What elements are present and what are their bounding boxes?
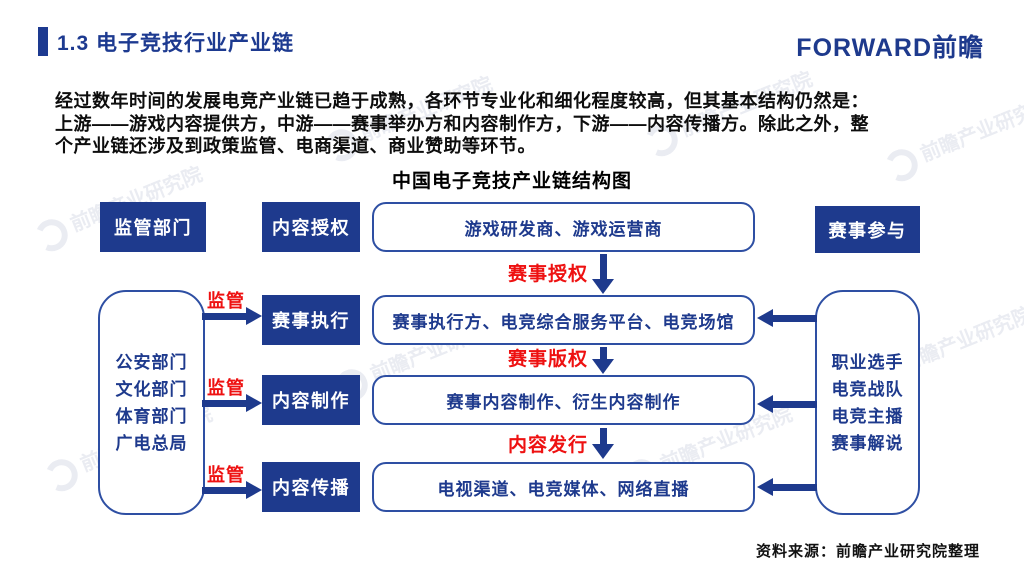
arrow-left-icon	[757, 478, 773, 496]
participant-item: 电竞主播	[831, 406, 904, 426]
arrow-down-icon	[592, 279, 614, 294]
source-note: 资料来源：前瞻产业研究院整理	[755, 543, 980, 560]
node-game-providers: 游戏研发商、游戏运营商	[372, 202, 755, 252]
node-stage-event-execution: 赛事执行	[262, 295, 360, 345]
diagram-title: 中国电子竞技产业链结构图	[391, 171, 632, 192]
regulator-item: 文化部门	[115, 379, 188, 399]
intro-line: 经过数年时间的发展电竞产业链已趋于成熟，各环节专业化和细化程度较高，但其基本结构…	[55, 91, 869, 111]
participant-item: 职业选手	[831, 352, 904, 372]
arrow-left-icon	[771, 401, 817, 408]
flow-label-content-release: 内容发行	[507, 435, 588, 456]
arrow-left-icon	[771, 315, 817, 322]
node-regulator-header: 监管部门	[100, 202, 206, 252]
page-title: 1.3 电子竞技行业产业链	[57, 32, 295, 55]
arrow-right-icon	[246, 481, 262, 499]
intro-line: 上游——游戏内容提供方，中游——赛事举办方和内容制作方，下游——内容传播方。除此…	[55, 113, 869, 134]
arrow-down-icon	[600, 254, 607, 281]
watermark-logo-icon	[30, 214, 73, 256]
arrow-left-icon	[757, 395, 773, 413]
arrow-right-icon	[202, 313, 248, 320]
node-stage-content-license: 内容授权	[262, 202, 360, 252]
node-stage-content-production: 内容制作	[262, 375, 360, 425]
participant-item: 电竞战队	[831, 379, 904, 399]
node-content-producers: 赛事内容制作、衍生内容制作	[372, 375, 755, 425]
node-participation-header: 赛事参与	[815, 206, 920, 253]
arrow-down-icon	[592, 444, 614, 459]
brand-logo: FORWARD前瞻	[796, 34, 984, 62]
arrow-right-icon	[202, 487, 248, 494]
flow-label-event-authorization: 赛事授权	[507, 264, 588, 285]
arrow-right-icon	[246, 307, 262, 325]
title-accent-bar	[38, 27, 48, 56]
regulator-item: 公安部门	[115, 352, 188, 372]
arrow-down-icon	[592, 359, 614, 374]
participant-item: 赛事解说	[831, 433, 904, 453]
node-event-executors: 赛事执行方、电竞综合服务平台、电竞场馆	[372, 295, 755, 345]
node-participant-list: 职业选手 电竞战队 电竞主播 赛事解说	[815, 290, 920, 515]
regulator-item: 体育部门	[115, 406, 188, 426]
flow-label-event-copyright: 赛事版权	[507, 349, 588, 370]
watermark-logo-icon	[40, 454, 83, 496]
arrow-right-icon	[202, 400, 248, 407]
intro-line: 个产业链还涉及到政策监管、电商渠道、商业赞助等环节。	[55, 136, 536, 156]
arrow-left-icon	[757, 309, 773, 327]
arrow-down-icon	[600, 347, 607, 361]
regulator-item: 广电总局	[115, 433, 188, 453]
regulate-label: 监管	[207, 378, 245, 398]
node-regulator-list: 公安部门 文化部门 体育部门 广电总局	[98, 290, 205, 515]
regulate-label: 监管	[207, 465, 245, 485]
node-stage-content-distribution: 内容传播	[262, 462, 360, 512]
arrow-down-icon	[600, 428, 607, 446]
intro-paragraph: 经过数年时间的发展电竞产业链已趋于成熟，各环节专业化和细化程度较高，但其基本结构…	[55, 90, 985, 158]
arrow-right-icon	[246, 394, 262, 412]
node-media-channels: 电视渠道、电竞媒体、网络直播	[372, 462, 755, 512]
arrow-left-icon	[771, 484, 817, 491]
regulate-label: 监管	[207, 291, 245, 311]
